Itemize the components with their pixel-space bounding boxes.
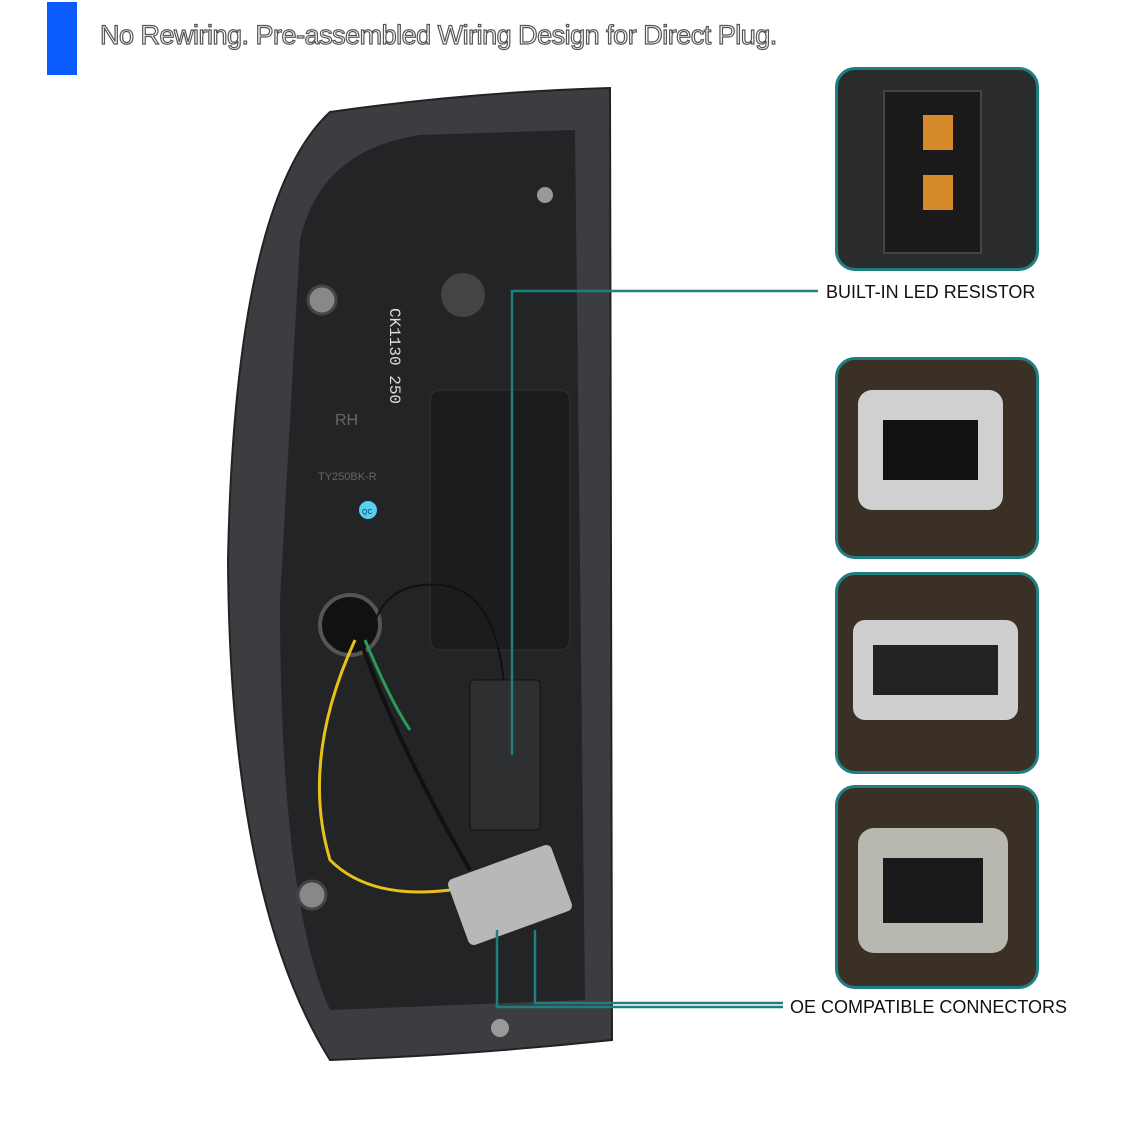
callout-label-resistor: BUILT-IN LED RESISTOR xyxy=(826,282,1036,302)
screw-3 xyxy=(491,1019,509,1037)
screw-2 xyxy=(296,879,328,911)
headline: No Rewiring. Pre-assembled Wiring Design… xyxy=(99,19,777,50)
part-code-text: CK1130 250 xyxy=(385,308,403,404)
qc-badge xyxy=(359,501,377,519)
side-text: RH xyxy=(335,412,358,429)
screw-4 xyxy=(537,187,553,203)
wire-green xyxy=(363,639,412,731)
screw-1 xyxy=(306,284,338,316)
accent-bar xyxy=(47,2,77,75)
inset-connector-photo-3 xyxy=(835,785,1039,989)
wire-grommet xyxy=(318,593,382,657)
qc-badge-text: QC xyxy=(362,509,373,516)
callout-lines xyxy=(495,289,818,1009)
wire-black xyxy=(358,639,472,872)
wire-black-2 xyxy=(369,583,506,701)
model-text: TY250BK-R xyxy=(318,471,377,483)
inset-resistor-photo xyxy=(835,67,1039,271)
inset-connector-photo-2 xyxy=(835,572,1039,774)
connector xyxy=(448,844,572,946)
inset-connector-photo-1 xyxy=(835,357,1039,559)
wire-yellow xyxy=(317,639,451,894)
resistor-module xyxy=(469,679,541,831)
grommet xyxy=(441,273,485,317)
inner-block xyxy=(429,389,571,651)
callout-label-connectors: OE COMPATIBLE CONNECTORS xyxy=(790,997,1068,1017)
